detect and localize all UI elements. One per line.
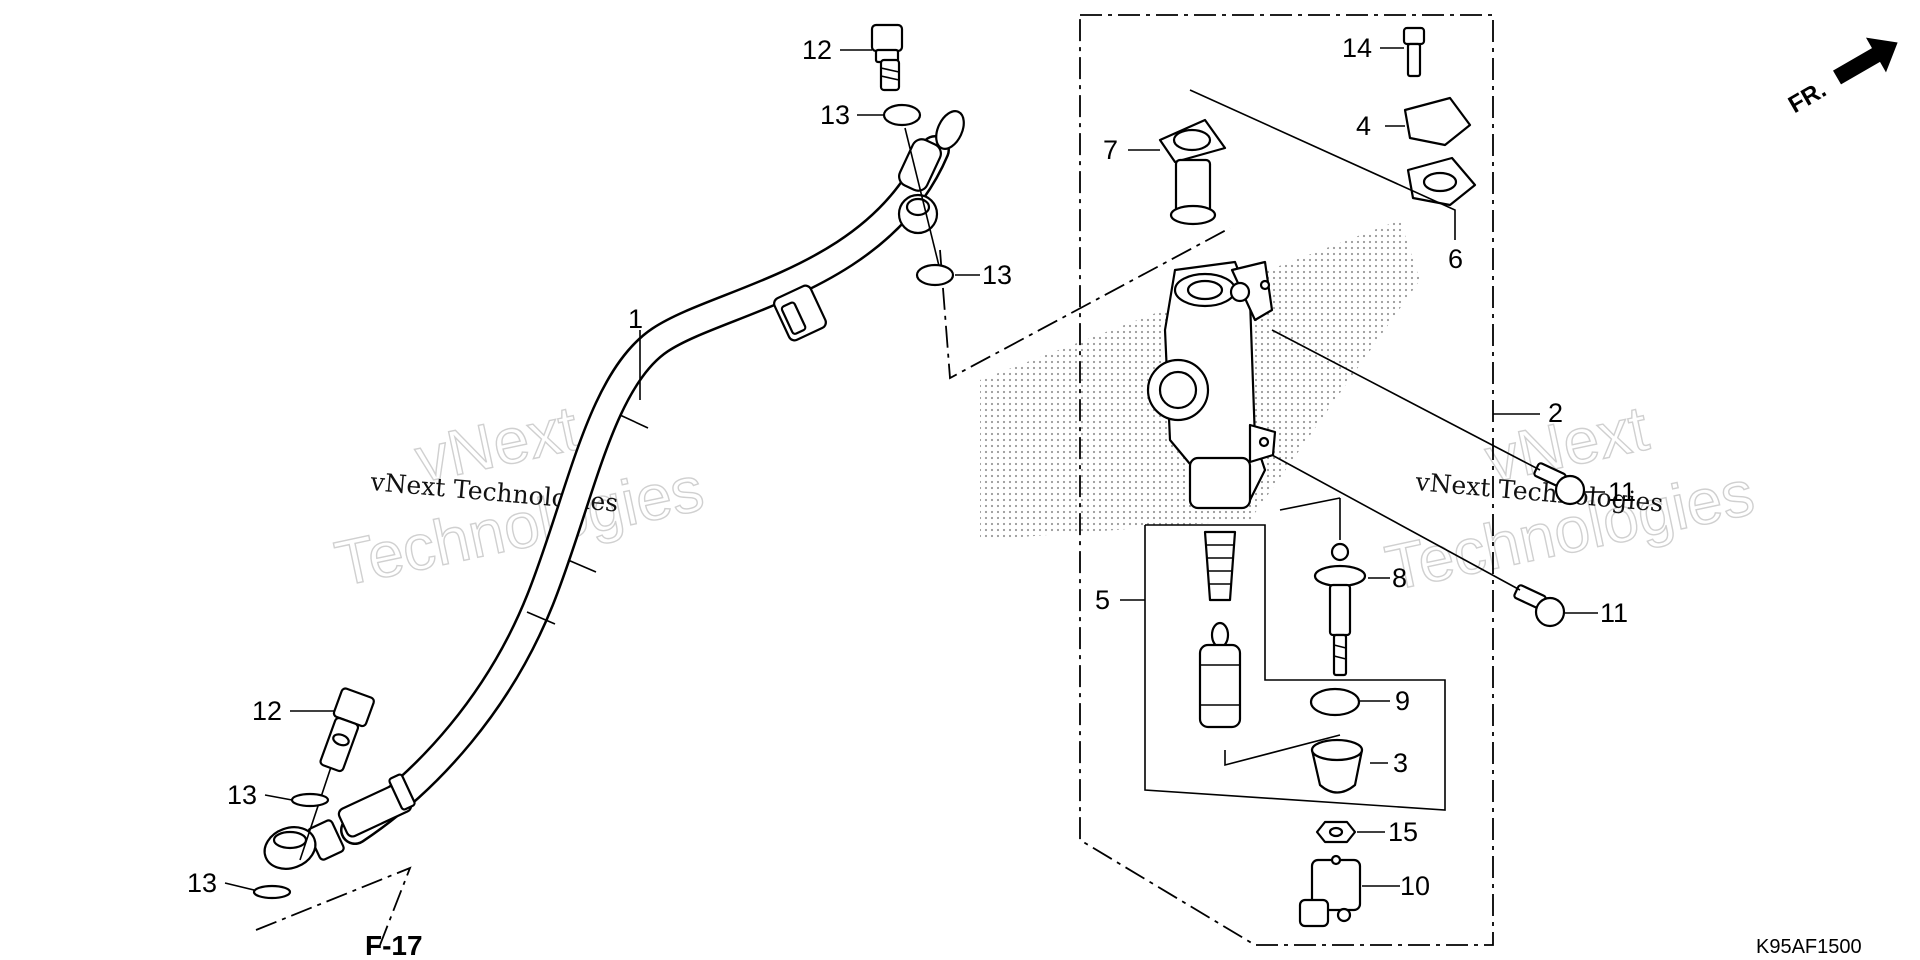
sealing-washer-mid xyxy=(915,263,955,287)
sealing-washer-top xyxy=(882,103,922,127)
reservoir-cap xyxy=(1403,96,1472,147)
push-rod xyxy=(1313,542,1367,677)
callout-14: 14 xyxy=(1342,33,1372,63)
banjo-bolt-top xyxy=(870,23,904,92)
front-direction-arrow: FR. xyxy=(1784,37,1898,119)
front-label: FR. xyxy=(1784,76,1831,119)
clevis xyxy=(1298,854,1362,928)
callout-6: 6 xyxy=(1448,244,1463,274)
callout-2: 2 xyxy=(1548,398,1563,428)
leader-hose-to-cylinder xyxy=(939,227,1231,380)
piston-spring xyxy=(1203,530,1237,602)
cap-bolt xyxy=(1402,26,1426,78)
callout-3: 3 xyxy=(1393,748,1408,778)
callout-4: 4 xyxy=(1356,111,1371,141)
callout-5: 5 xyxy=(1095,585,1110,615)
callout-13-bottom-2: 13 xyxy=(187,868,217,898)
callout-12-bottom: 12 xyxy=(252,696,282,726)
brake-hose xyxy=(263,110,965,870)
leader-cap-group xyxy=(1189,89,1456,240)
circlip xyxy=(1309,687,1361,717)
diagram-code: K95AF1500 xyxy=(1756,936,1862,958)
leader-bolt-upper xyxy=(1271,329,1541,471)
callouts: 1 2 3 4 5 6 7 8 9 10 11 11 12 12 13 13 1… xyxy=(187,33,1636,901)
mount-bolt-upper xyxy=(1533,462,1586,506)
callout-12-top: 12 xyxy=(802,35,832,65)
leader-piston xyxy=(1224,734,1341,767)
leader-bolt-lower xyxy=(1271,454,1521,591)
sealing-washer-bottom-1 xyxy=(290,792,330,808)
callout-7: 7 xyxy=(1103,135,1118,165)
mount-bolt-lower xyxy=(1513,584,1566,628)
callout-13-mid: 13 xyxy=(982,260,1012,290)
assembly-outline xyxy=(1079,14,1494,946)
reference-label: F-17 xyxy=(365,930,423,960)
callout-13-bottom-1: 13 xyxy=(227,780,257,810)
callout-11-lower: 11 xyxy=(1600,598,1628,628)
leader-f17 xyxy=(255,866,412,946)
callout-8: 8 xyxy=(1392,563,1407,593)
callout-9: 9 xyxy=(1395,686,1410,716)
dust-boot xyxy=(1310,738,1364,794)
callout-10: 10 xyxy=(1400,871,1430,901)
leader-top-axis xyxy=(904,127,941,271)
master-cylinder-body xyxy=(1146,260,1277,510)
callout-1: 1 xyxy=(628,304,643,334)
callout-11-upper: 11 xyxy=(1608,477,1636,507)
callout-13-top: 13 xyxy=(820,100,850,130)
callout-15: 15 xyxy=(1388,817,1418,847)
piston xyxy=(1198,621,1242,729)
sealing-washer-bottom-2 xyxy=(252,884,292,900)
banjo-bolt-bottom xyxy=(319,687,375,773)
reservoir-connector xyxy=(1158,118,1227,226)
piston-kit-outline xyxy=(1144,524,1446,811)
